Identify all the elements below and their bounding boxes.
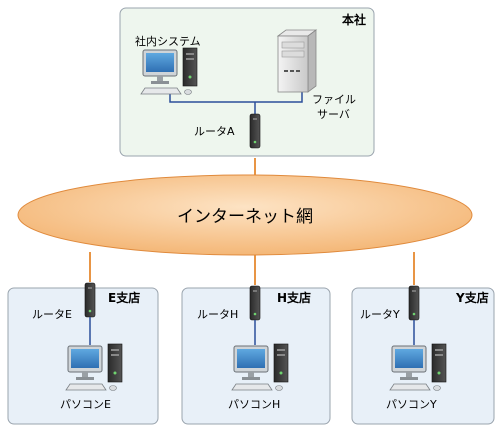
router-a-icon [249,113,261,149]
pc-e-label: パソコンE [60,398,111,411]
hq-lan-line-pc [169,92,303,103]
router-e-label: ルータE [32,308,72,321]
pc-h-label: パソコンH [228,398,280,411]
file-server-label-line1: ファイル [312,93,356,106]
file-server-label-line2: サーバ [317,108,350,121]
internet-label: インターネット網 [177,207,313,227]
router-h-icon [249,285,261,321]
internal-system-label: 社内システム [135,34,201,48]
file-server-icon [276,29,318,93]
router-e-icon [84,282,96,318]
branch-h-title: H支店 [277,290,311,305]
router-y-label: ルータY [360,308,400,321]
hq-title: 本社 [342,12,366,27]
router-y-icon [408,285,420,321]
pc-y-label: パソコンY [386,398,437,411]
internet-cloud [17,174,473,256]
branch-e-title: E支店 [108,290,140,305]
router-a-label: ルータA [194,125,235,138]
router-h-label: ルータH [197,308,238,321]
branch-y-title: Y支店 [455,290,489,305]
